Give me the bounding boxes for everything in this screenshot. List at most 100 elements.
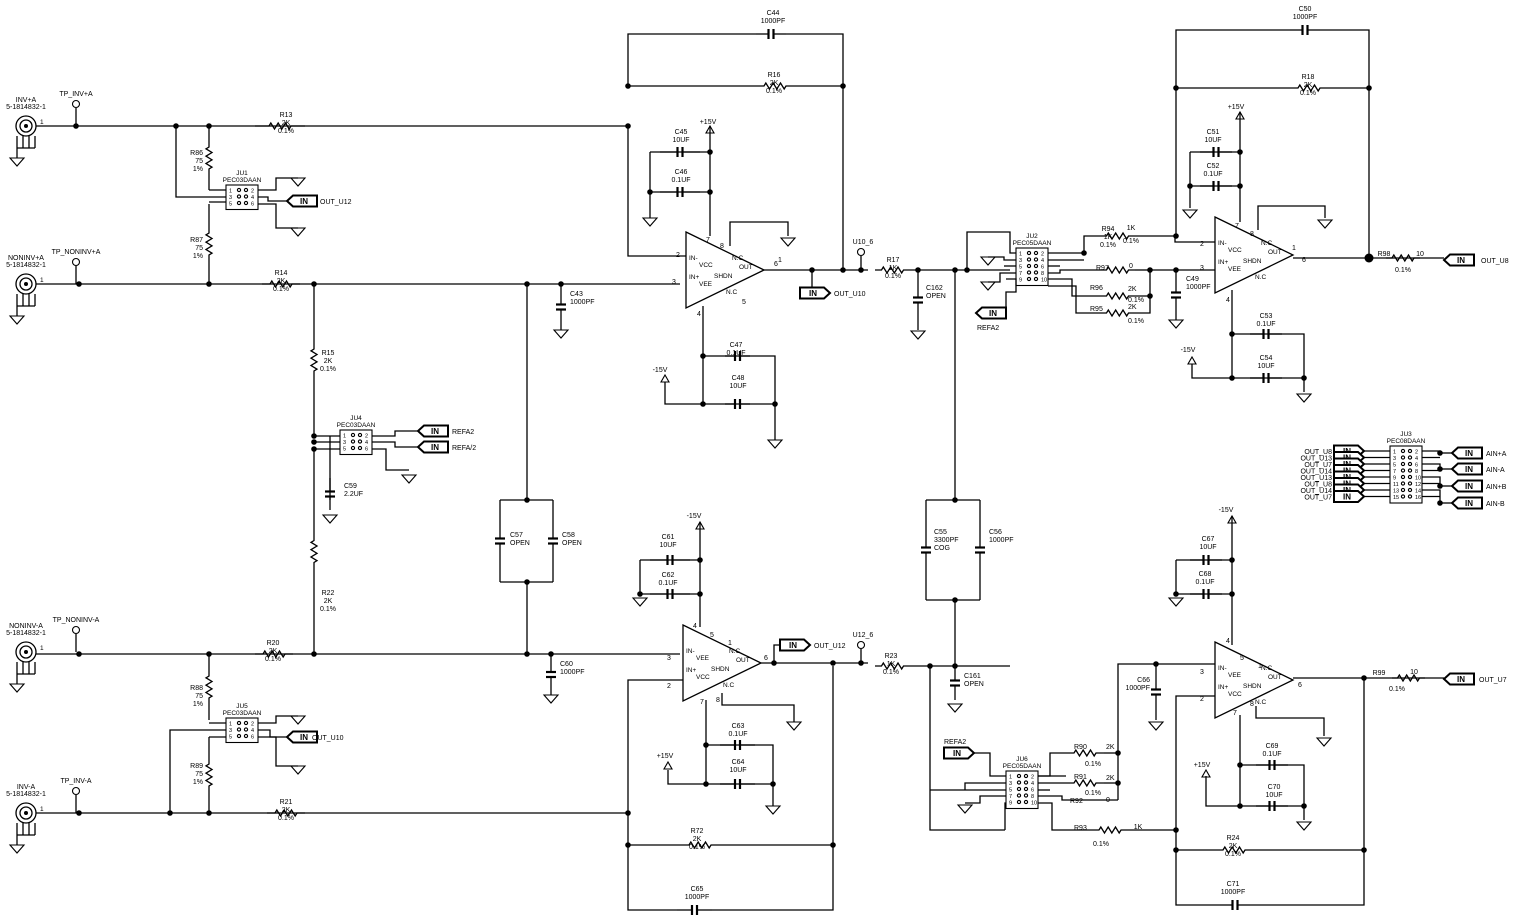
- jumper-part: PEC03DAAN: [337, 422, 376, 429]
- capacitor-value: 10UF: [729, 767, 746, 774]
- test-point-label: U12_6: [853, 632, 874, 639]
- opamp-pin-label: OUT: [1268, 674, 1282, 681]
- opamp-pin-label: N.C: [1255, 274, 1267, 281]
- opamp-pin-label: SHDN: [1243, 683, 1262, 690]
- resistor-tolerance: 0.1%: [766, 88, 782, 95]
- resistor-value: 2K: [324, 358, 333, 365]
- net-flag-icon: IN: [1450, 462, 1483, 476]
- resistor-ref: R97: [1096, 265, 1109, 272]
- wire: [169, 729, 226, 813]
- capacitor-ref: C51: [1207, 129, 1220, 136]
- capacitor-ref: C66: [1137, 677, 1150, 684]
- capacitor-value: 10UF: [672, 137, 689, 144]
- capacitor-value: 0.1UF: [671, 177, 690, 184]
- ground-icon: [289, 177, 307, 187]
- wire: [175, 126, 226, 198]
- pin-number: 4: [697, 311, 701, 318]
- resistor-value: 2K: [770, 80, 779, 87]
- resistor-ref: R92: [1070, 798, 1083, 805]
- resistor-ref: R22: [322, 590, 335, 597]
- pin-number: 14: [1415, 488, 1421, 494]
- pin-number: 9: [1393, 475, 1396, 481]
- supply-arrow-icon: [705, 124, 715, 134]
- pin-number: 4: [1031, 781, 1034, 787]
- resistor-value: 1K: [1104, 234, 1113, 241]
- connector-pin: 1: [40, 645, 44, 652]
- junction: [76, 810, 82, 816]
- opamp-pin-label: SHDN: [1243, 258, 1262, 265]
- pin-number: 2: [1200, 696, 1204, 703]
- wire: [1205, 776, 1304, 807]
- resistor-ref: R21: [280, 799, 293, 806]
- connector-pin: 1: [40, 277, 44, 284]
- resistor-ref: R89: [190, 763, 203, 770]
- connector-name: NONINV+A: [8, 255, 44, 262]
- connector-name: INV-A: [17, 784, 36, 791]
- junction: [1229, 331, 1235, 337]
- net-flag-icon: IN: [1450, 446, 1483, 460]
- resistor-ref: R13: [280, 112, 293, 119]
- jumper-part: PEC05DAAN: [1013, 240, 1052, 247]
- bnc-connector-icon: [8, 273, 37, 325]
- rail-label: +15V: [700, 119, 717, 126]
- resistor-ref: R15: [322, 350, 335, 357]
- ground-icon: [1167, 597, 1185, 607]
- jumper-body-icon: [1389, 445, 1423, 504]
- pin-number: 2: [667, 683, 671, 690]
- wire: [1038, 802, 1090, 831]
- test-point-label: TP_INV+A: [59, 91, 93, 98]
- wire: [258, 196, 287, 202]
- resistor-value: 1K: [1127, 225, 1136, 232]
- opamp-pin-label: VCC: [696, 674, 710, 681]
- wire: [1422, 463, 1441, 469]
- pin-number: 8: [716, 697, 720, 704]
- junction: [73, 123, 79, 129]
- junction: [1229, 557, 1235, 563]
- pin-number: 8: [1031, 794, 1034, 800]
- bnc-connector-icon: [8, 115, 37, 167]
- jumper-ref: JU1: [236, 170, 248, 177]
- wire: [1038, 795, 1118, 801]
- wire: [1191, 364, 1304, 379]
- resistor-symbol: [267, 808, 305, 818]
- net-flag-icon: IN: [1333, 490, 1366, 503]
- jumper-part: PEC03DAAN: [223, 710, 262, 717]
- capacitor-value: 0.1UF: [1203, 171, 1222, 178]
- flag-text: IN: [1457, 675, 1465, 684]
- pin-number: 6: [1302, 257, 1306, 264]
- pin-number: 3: [1019, 258, 1022, 264]
- flag-text: IN: [789, 641, 797, 650]
- pin-number: 3: [1393, 456, 1396, 462]
- pin-number: 5: [710, 632, 714, 639]
- resistor-symbol: [680, 840, 720, 850]
- opamp-pin-label: OUT: [736, 657, 750, 664]
- pin-number: 2: [1200, 241, 1204, 248]
- wire: [1135, 296, 1151, 314]
- pin-number: 6: [251, 201, 254, 207]
- resistor-ref: R94: [1102, 226, 1115, 233]
- pin-number: 2: [1415, 449, 1418, 455]
- resistor-tolerance: 1%: [193, 701, 203, 708]
- resistor-symbol: [262, 279, 300, 289]
- opamp-pin-label: N.C: [1261, 240, 1273, 247]
- resistor-symbol: [204, 654, 214, 720]
- wire: [1422, 476, 1441, 486]
- wire: [627, 813, 677, 911]
- ju3-ain-label: AIN-B: [1486, 501, 1505, 508]
- capacitor-value: 1000PF: [560, 669, 585, 676]
- rail-label: +15V: [657, 753, 674, 760]
- pin-number: 6: [365, 446, 368, 452]
- resistor-ref: R18: [1302, 74, 1315, 81]
- wire: [1135, 270, 1151, 297]
- net-flag-icon: IN: [416, 424, 449, 438]
- wire: [721, 693, 795, 722]
- jumper-part: PEC03DAAN: [223, 177, 262, 184]
- test-point-icon: [71, 786, 81, 796]
- connector-pin: 1: [40, 806, 44, 813]
- wire: [988, 272, 1016, 283]
- resistor-value: 75: [195, 771, 203, 778]
